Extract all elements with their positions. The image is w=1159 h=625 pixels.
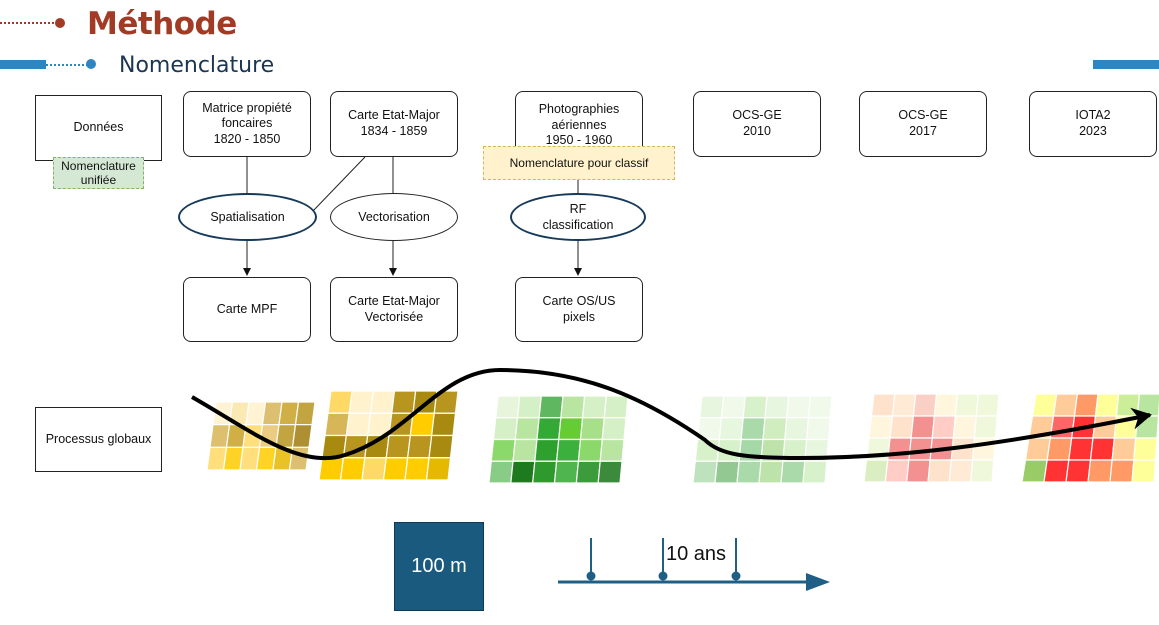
box-ocs2017: OCS-GE 2017 <box>859 91 987 157</box>
edge-etatmajor-spatialisation <box>311 156 366 213</box>
scale-distance-box: 100 m <box>394 522 484 611</box>
box-carte-mpf: Carte MPF <box>183 277 311 342</box>
title-connector <box>0 22 58 24</box>
note-nomenclature-classif: Nomenclature pour classif <box>483 146 675 180</box>
box-etat-major-vectorisee: Carte Etat-Major Vectorisée <box>330 277 458 342</box>
subtitle-bullet <box>86 59 96 69</box>
trajectory-curve <box>191 367 1152 461</box>
time-dot-2 <box>658 571 668 581</box>
box-iota: IOTA2 2023 <box>1029 91 1157 157</box>
grid-etat-major <box>318 390 459 481</box>
ellipse-vectorisation: Vectorisation <box>330 193 458 241</box>
grid-ocs2010 <box>692 395 833 484</box>
ellipse-spatialisation: Spatialisation <box>178 193 317 241</box>
box-matrice: Matrice propiété foncaires 1820 - 1850 <box>183 91 311 157</box>
accent-bar-right <box>1093 60 1159 69</box>
box-etat-major: Carte Etat-Major 1834 - 1859 <box>330 91 458 157</box>
note-nomenclature-unifiee: Nomenclature unifiée <box>53 157 144 189</box>
subtitle-connector <box>46 64 88 66</box>
grid-os <box>488 395 629 484</box>
page-title: Méthode <box>87 6 237 42</box>
grid-cell <box>802 460 828 484</box>
grid-cell <box>1131 459 1157 483</box>
grid-cell <box>425 457 452 481</box>
time-dot-3 <box>731 571 741 581</box>
accent-bar-left <box>0 60 46 69</box>
grid-ocs2017 <box>863 393 1000 483</box>
page-subtitle: Nomenclature <box>119 53 275 78</box>
box-ocs2010: OCS-GE 2010 <box>693 91 821 157</box>
grid-cell <box>970 459 995 483</box>
time-axis-arrowhead <box>806 573 830 591</box>
time-dot-1 <box>586 571 596 581</box>
scale-time-label: 10 ans <box>666 543 727 565</box>
title-bullet <box>55 18 65 28</box>
ellipse-rf-classification: RF classification <box>510 193 646 241</box>
box-carte-os-us: Carte OS/US pixels <box>515 277 643 342</box>
grid-cell <box>597 460 623 484</box>
time-scale <box>558 538 830 591</box>
box-processus-globaux: Processus globaux <box>35 407 162 472</box>
